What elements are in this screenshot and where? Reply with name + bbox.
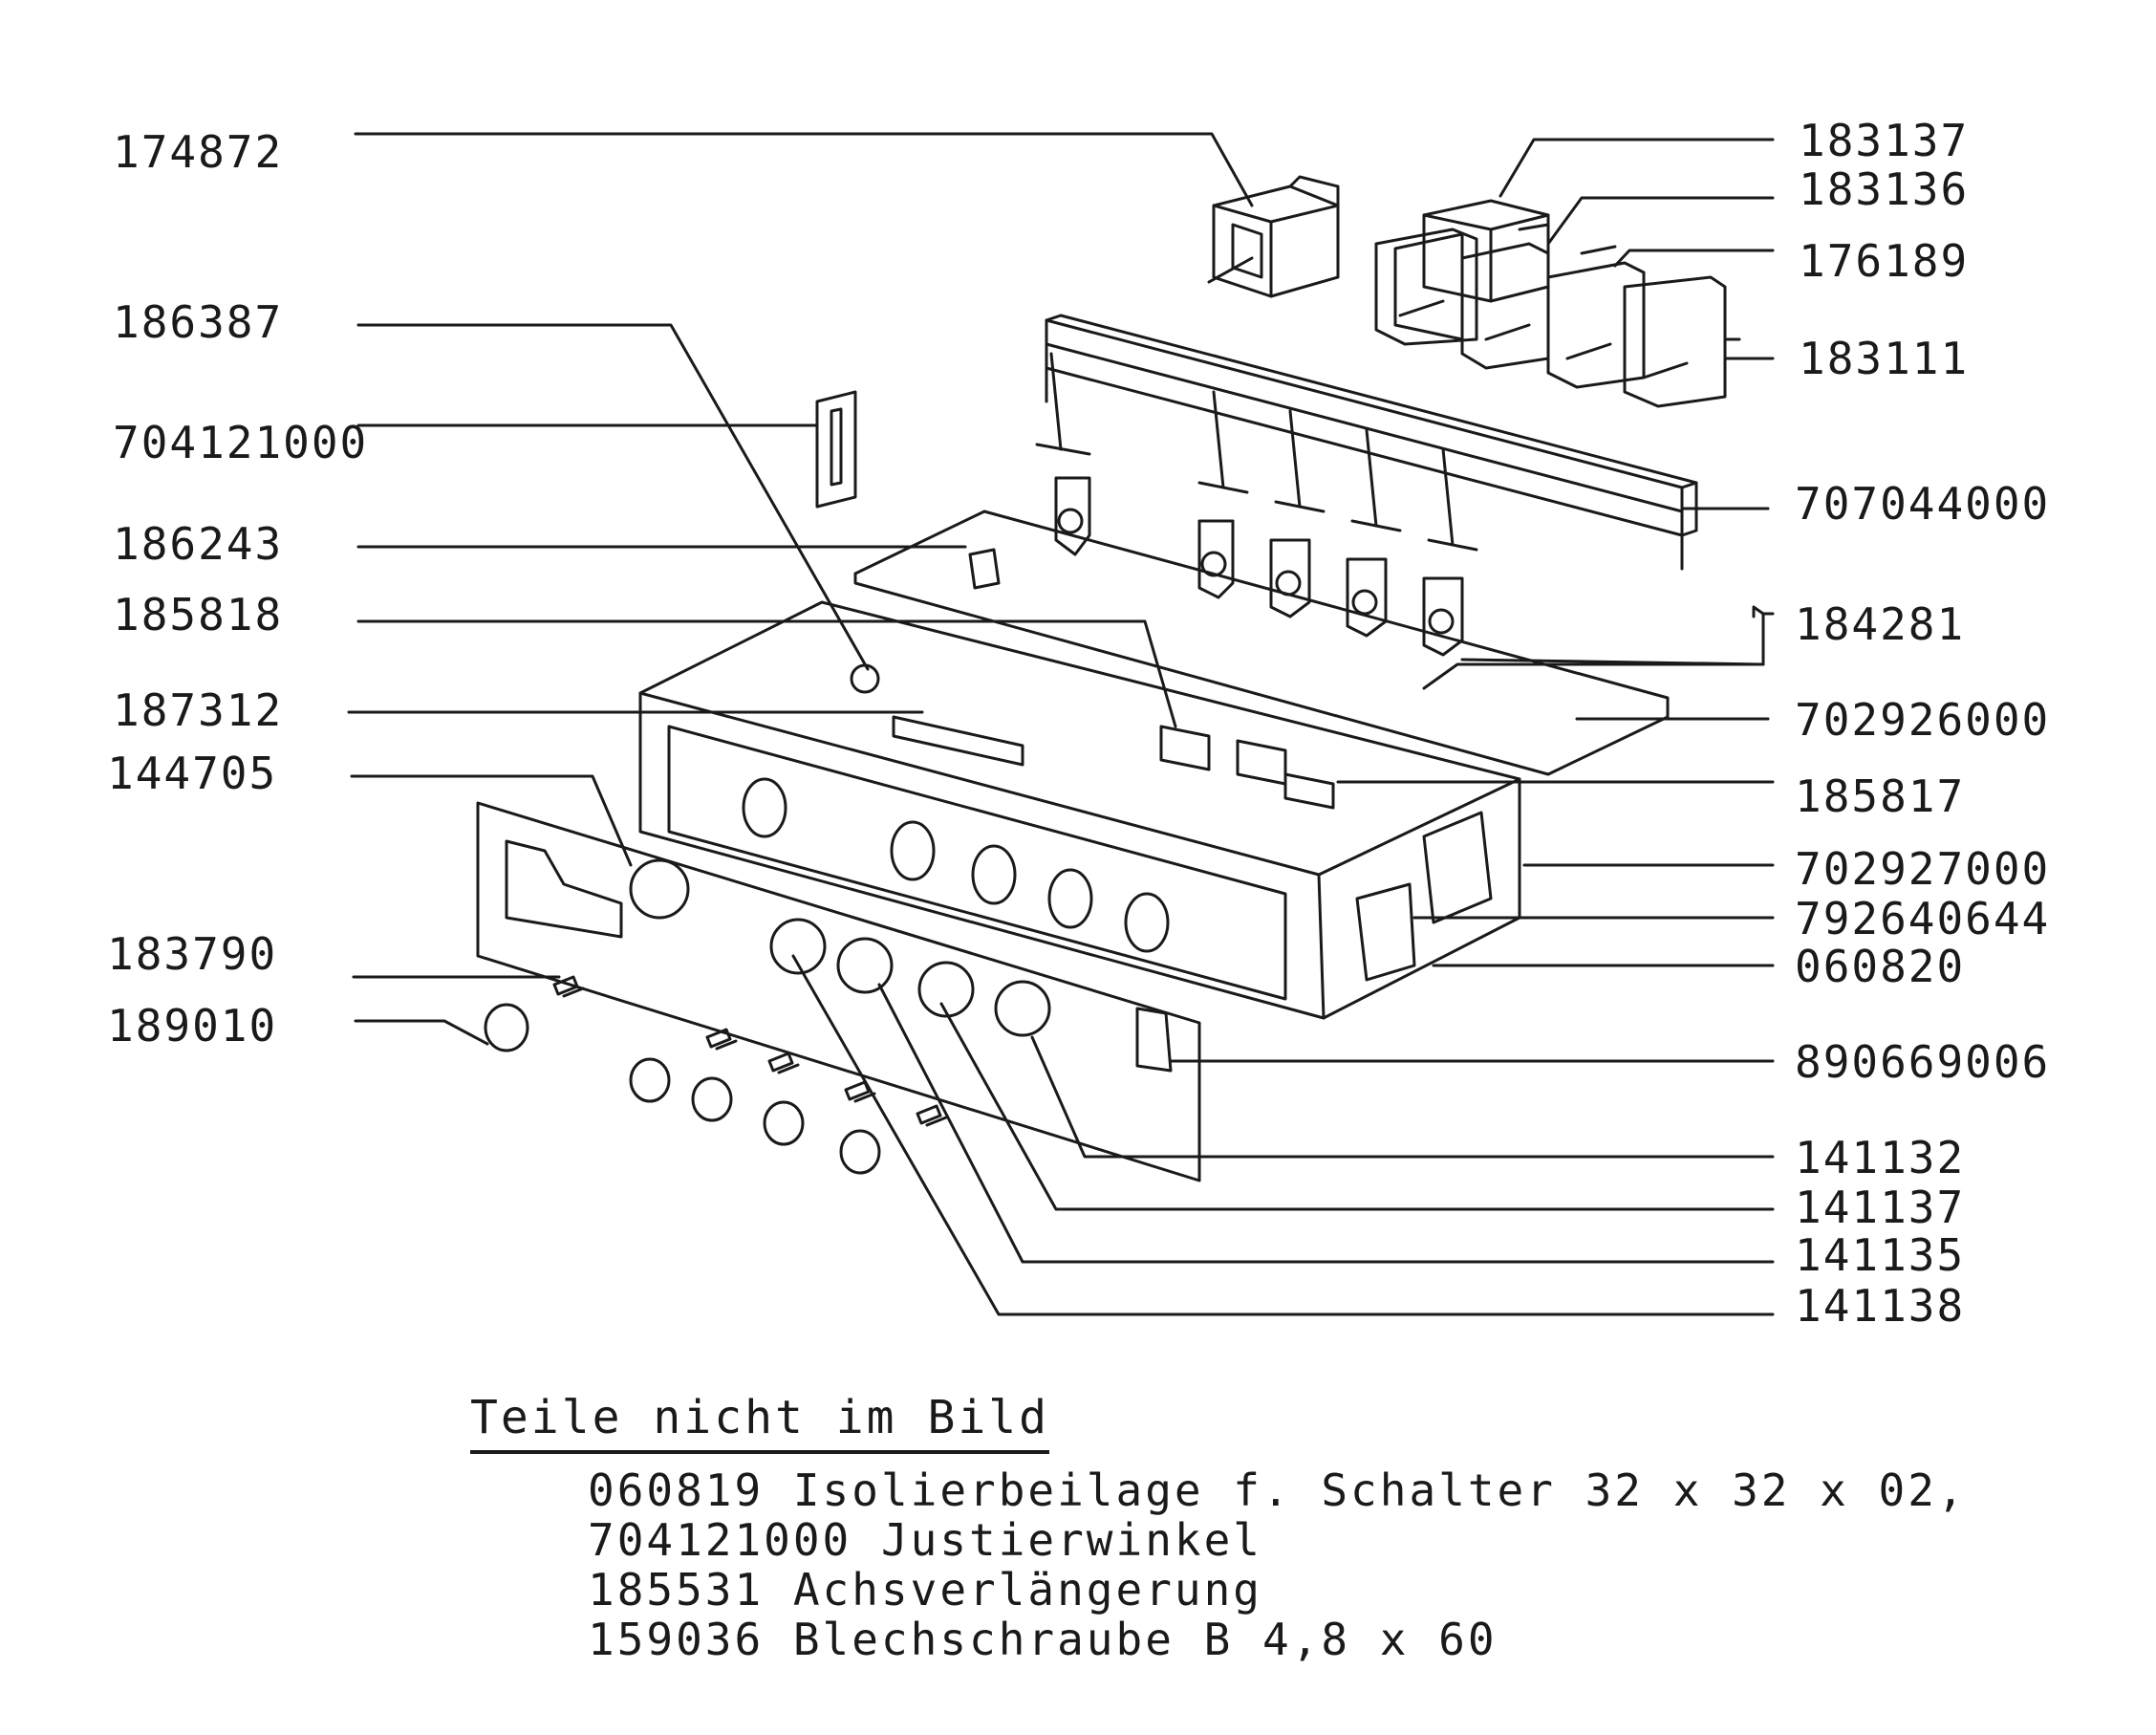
connector-strips <box>892 715 1335 810</box>
knobs-and-springs <box>484 975 948 1175</box>
callout-186243: 186243 <box>113 518 284 570</box>
callout-183790: 183790 <box>107 928 278 980</box>
list-item: 185531 Achsverlängerung <box>588 1564 1262 1616</box>
callout-141135: 141135 <box>1795 1229 1966 1281</box>
callout-060820: 060820 <box>1795 941 1966 992</box>
leader-lines <box>347 132 1775 1316</box>
callout-185817: 185817 <box>1795 770 1966 822</box>
callout-183136: 183136 <box>1799 163 1970 215</box>
front-panel <box>476 801 1201 1182</box>
list-item: 704121000 Justierwinkel <box>588 1514 1262 1566</box>
callout-187312: 187312 <box>113 684 284 736</box>
callout-176189: 176189 <box>1799 235 1970 287</box>
callout-174872: 174872 <box>113 126 284 178</box>
callout-144705: 144705 <box>107 748 278 799</box>
callout-792640644: 792640644 <box>1795 893 2051 944</box>
callout-141132: 141132 <box>1795 1132 1966 1183</box>
callout-707044000: 707044000 <box>1795 478 2051 530</box>
housing-lid <box>853 510 1670 776</box>
rotary-switches <box>1374 199 1741 408</box>
callout-704121000: 704121000 <box>113 417 369 468</box>
housing-tray <box>638 600 1521 1020</box>
callout-141137: 141137 <box>1795 1182 1966 1233</box>
small-parts <box>815 390 1001 694</box>
callout-890669006: 890669006 <box>1795 1036 2051 1088</box>
callout-185818: 185818 <box>113 589 284 640</box>
callout-702926000: 702926000 <box>1795 694 2051 746</box>
callout-186387: 186387 <box>113 296 284 348</box>
callout-189010: 189010 <box>107 1000 278 1052</box>
lamp-sockets <box>1035 352 1478 657</box>
notes-title: Teile nicht im Bild <box>470 1391 1050 1454</box>
list-item: 159036 Blechschraube B 4,8 x 60 <box>588 1614 1498 1665</box>
notes-list: 060819 Isolierbeilage f. Schalter 32 x 3… <box>588 1465 1967 1664</box>
callout-184281: 184281 <box>1795 598 1966 650</box>
callout-183111: 183111 <box>1799 333 1970 384</box>
callout-141138: 141138 <box>1795 1280 1966 1332</box>
list-item: 060819 Isolierbeilage f. Schalter 32 x 3… <box>588 1464 1967 1516</box>
mounting-rail <box>1045 314 1698 571</box>
callout-183137: 183137 <box>1799 115 1970 166</box>
callout-702927000: 702927000 <box>1795 843 2051 895</box>
transformer-block <box>1207 175 1340 298</box>
